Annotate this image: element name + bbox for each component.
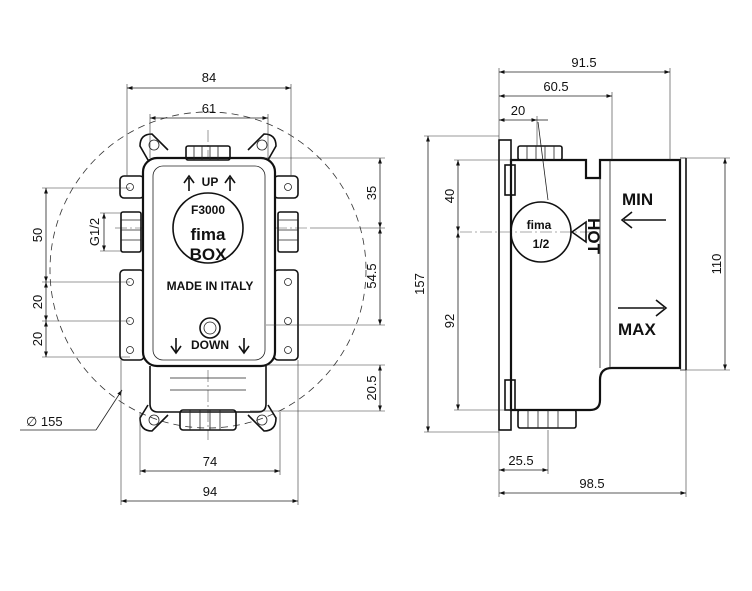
pointer-icon [570, 220, 587, 244]
dim-35: 35 [364, 186, 379, 200]
up-arrow-icon [183, 174, 236, 191]
dim-50: 50 [30, 228, 45, 242]
dim-40: 40 [442, 189, 457, 203]
min-arrow-icon [620, 211, 666, 229]
label-max: MAX [618, 320, 656, 339]
dim-width-84: 84 [202, 70, 216, 85]
dim-60-5: 60.5 [543, 79, 568, 94]
bottom-connector [179, 409, 237, 431]
label-box: BOX [190, 245, 228, 264]
dim-91-5: 91.5 [571, 55, 596, 70]
dim-20-side: 20 [511, 103, 525, 118]
dim-20-upper: 20 [30, 295, 45, 309]
cartridge-seat [172, 192, 244, 264]
label-down: DOWN [191, 338, 229, 352]
dim-110: 110 [709, 254, 724, 275]
dim-25-5: 25.5 [508, 453, 533, 468]
down-arrow-icon [170, 338, 250, 355]
label-model: F3000 [191, 203, 225, 217]
label-brand: fima [191, 225, 227, 244]
label-up: UP [202, 175, 219, 189]
dim-diameter-155: ∅ 155 [26, 414, 63, 429]
side-body [509, 158, 682, 412]
dim-20-5: 20.5 [364, 375, 379, 400]
dim-width-61: 61 [202, 101, 216, 116]
front-view: UP F3000 fima BOX MADE IN ITALY DOWN 84 … [20, 70, 385, 505]
side-ears [119, 175, 299, 361]
side-connectors [120, 211, 299, 253]
dim-74: 74 [203, 454, 217, 469]
dim-157: 157 [412, 273, 427, 295]
label-size: 1/2 [533, 237, 550, 251]
label-made-in: MADE IN ITALY [167, 279, 254, 293]
top-connector [185, 145, 231, 161]
dim-92: 92 [442, 314, 457, 328]
mounting-lugs [139, 133, 277, 432]
side-view: fima 1/2 HOT MIN MAX 91.5 60.5 20 157 [412, 55, 730, 497]
max-arrow-icon [618, 299, 668, 317]
dim-20-lower: 20 [30, 332, 45, 346]
label-hot: HOT [584, 218, 603, 255]
label-min: MIN [622, 190, 653, 209]
installation-circle [49, 111, 367, 429]
box-body [141, 156, 277, 368]
dim-98-5: 98.5 [579, 476, 604, 491]
dim-94: 94 [203, 484, 217, 499]
label-fima-side: fima [527, 218, 552, 232]
lower-port-icon [199, 317, 221, 339]
box-lower-section [149, 366, 267, 413]
dim-54-5: 54.5 [364, 263, 379, 288]
dim-thread-g12: G1/2 [87, 218, 102, 246]
